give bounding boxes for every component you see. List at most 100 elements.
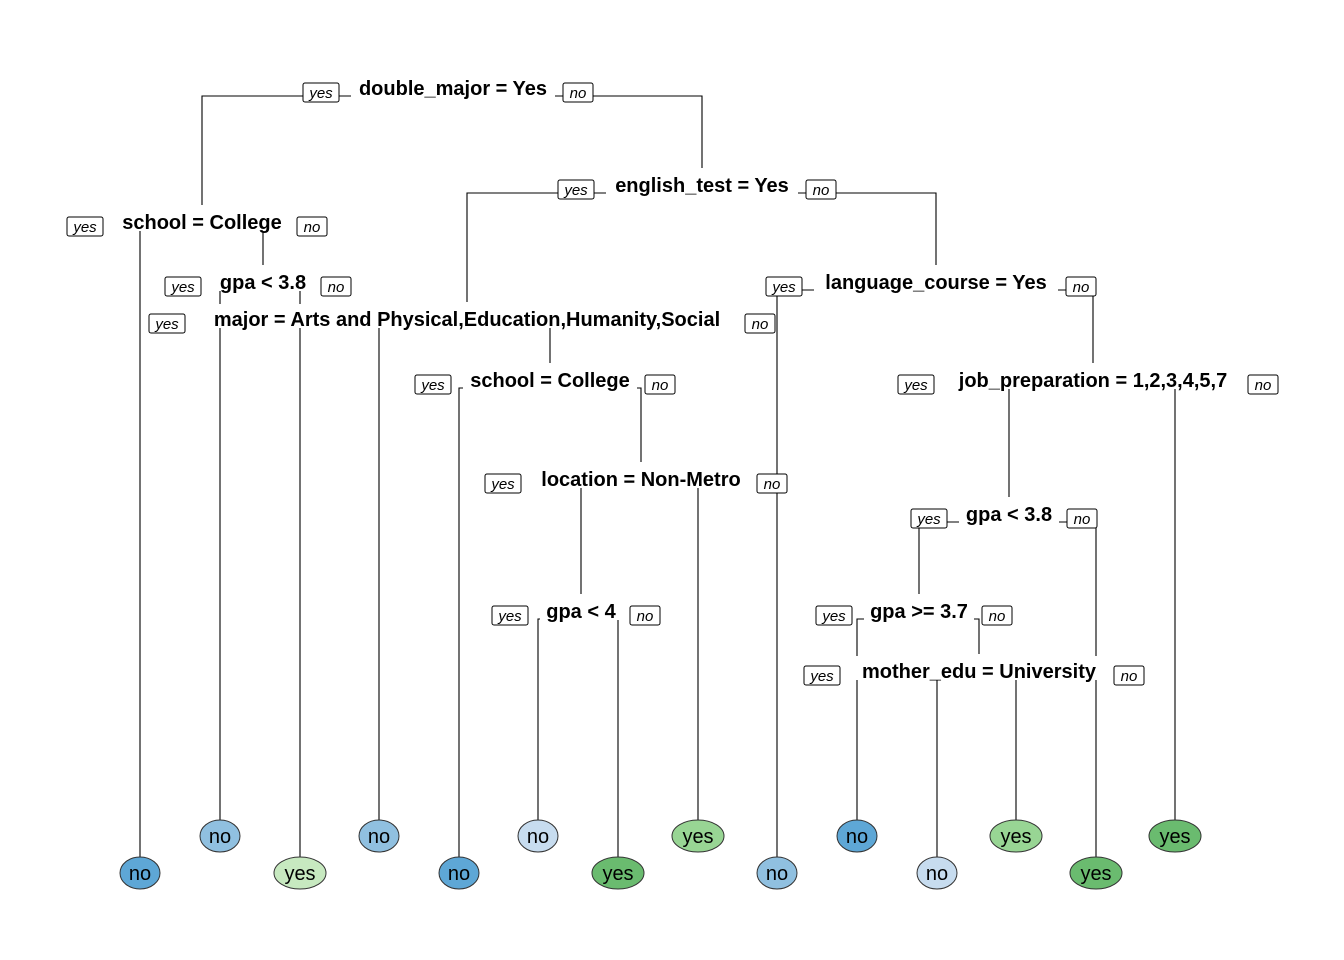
yes-tag-box [414,374,452,395]
yes-tag-box [302,82,340,103]
leaf-L12-label: yes [1000,826,1031,848]
edge-n13-no [979,678,1017,820]
yes-tag: yes [490,476,515,493]
split-backdrop [814,267,1058,291]
split-label-n6: language_course = Yes [825,272,1046,294]
split-label-n5: major = Arts and Physical,Education,Huma… [214,309,720,331]
no-tag: no [813,182,830,199]
edge-n12-yes [856,618,919,820]
leaf-L11-label: no [926,863,948,885]
no-tag-box [744,313,776,334]
edge-n10-yes [1008,387,1093,497]
no-tag-box [644,374,676,395]
edge-n13-yes [936,678,979,857]
split-label-n4: gpa < 3.8 [220,272,306,294]
leaf-L5-label: no [448,863,470,885]
leaf-L3-label: yes [284,863,315,885]
leaf-L8-shape [671,819,725,853]
leaf-L1-label: no [129,863,151,885]
no-tag-box [981,605,1013,626]
split-label-n13: mother_edu = University [862,661,1097,683]
yes-tag-box [66,216,104,237]
yes-tag-box [557,179,595,200]
split-backdrop [197,304,737,328]
no-tag: no [1255,377,1272,394]
split-backdrop [115,207,289,231]
edge-n12-no [919,618,980,654]
leaf-L6-shape [517,819,559,853]
leaf-L7-label: yes [602,863,633,885]
no-tag-box [296,216,328,237]
edge-n10-no [1093,387,1176,820]
no-tag: no [1073,279,1090,296]
edge-n9-no [581,618,619,857]
leaf-L3-shape [273,856,327,890]
yes-tag: yes [903,377,928,394]
no-tag: no [637,608,654,625]
edge-n6-no [936,289,1094,363]
edge-n1-no [453,95,703,168]
yes-tag-box [164,276,202,297]
split-backdrop [959,499,1059,523]
edge-n9-yes [537,618,581,820]
split-backdrop [946,365,1240,389]
yes-tag-box [765,276,803,297]
leaf-L4-label: no [368,826,390,848]
leaf-L11-shape [916,856,958,890]
yes-tag-box [484,473,522,494]
leaf-L10-shape [836,819,878,853]
no-tag-box [1113,665,1145,686]
split-backdrop [213,267,313,291]
edge-n11-no [1009,521,1097,857]
split-label-n1: double_major = Yes [359,78,547,100]
split-backdrop [533,464,749,488]
leaf-L14-label: yes [1159,826,1190,848]
yes-tag: yes [563,182,588,199]
yes-tag: yes [809,668,834,685]
yes-tag: yes [72,219,97,236]
no-tag: no [570,85,587,102]
split-label-n11: gpa < 3.8 [966,504,1052,526]
leaf-L12-shape [989,819,1043,853]
yes-tag-box [148,313,186,334]
no-tag: no [304,219,321,236]
yes-tag-box [491,605,529,626]
leaf-L2-label: no [209,826,231,848]
split-label-n12: gpa >= 3.7 [870,601,968,623]
edge-n4-yes [219,289,263,820]
no-tag: no [989,608,1006,625]
split-backdrop [351,73,555,97]
yes-tag: yes [497,608,522,625]
no-tag: no [328,279,345,296]
no-tag: no [764,476,781,493]
yes-tag-box [815,605,853,626]
no-tag-box [320,276,352,297]
leaf-L2-shape [199,819,241,853]
branch-tags: yes no yes no yes no yes no yes no yes no yes no yes no… [66,82,1279,686]
leaf-L13-label: yes [1080,863,1111,885]
split-label-n8: location = Non-Metro [541,469,740,491]
yes-tag-box [910,508,948,529]
leaf-L4-shape [358,819,400,853]
split-label-n10: job_preparation = 1,2,3,4,5,7 [958,370,1227,392]
edge-n5-no [467,326,551,363]
no-tag: no [652,377,669,394]
edge-n7-no [550,387,642,462]
no-tag: no [752,316,769,333]
yes-tag: yes [170,279,195,296]
edge-n1-yes [201,95,453,205]
yes-tag: yes [154,316,179,333]
yes-tag: yes [821,608,846,625]
split-backdrop [852,656,1106,680]
leaf-L7-shape [591,856,645,890]
no-tag-box [756,473,788,494]
leaf-L9-shape [756,856,798,890]
no-tag-box [562,82,594,103]
edge-n8-no [641,486,699,820]
yes-tag-box [803,665,841,686]
edge-n11-yes [918,521,1009,594]
edge-n2-no [202,229,264,265]
